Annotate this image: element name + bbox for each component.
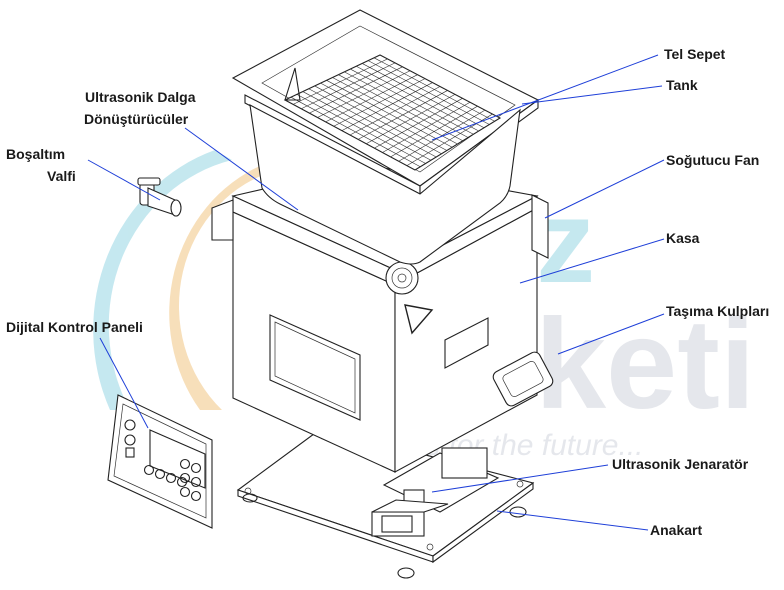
basket-wire [357, 90, 448, 140]
drain-valve [137, 177, 182, 217]
label-bosaltim-1: Boşaltım [6, 146, 65, 162]
basket-wire [374, 98, 463, 149]
label-tank: Tank [666, 77, 698, 93]
labels: Tel Sepet Tank Ultrasonik Dalga Dönüştür… [6, 46, 769, 538]
leader-lines [87, 54, 665, 531]
base-plate [236, 427, 535, 579]
basket-wire [350, 68, 474, 135]
basket-wire [367, 60, 490, 125]
basket-wire [362, 63, 485, 129]
basket-wire [390, 105, 478, 158]
warning-sign [404, 304, 434, 335]
label-tasima-kulplari: Taşıma Kulpları [666, 303, 769, 319]
basket-wire [373, 57, 495, 122]
basket-wire [356, 65, 479, 132]
basket-wire [349, 86, 441, 136]
basket-wire [344, 71, 469, 138]
panel-display [149, 429, 206, 489]
watermark-arc-orange [169, 165, 278, 410]
watermark-arc-cyan [93, 150, 232, 410]
basket-wire [398, 109, 486, 162]
label-ultrasonik-dalga-1: Ultrasonik Dalga [85, 89, 196, 105]
control-panel [107, 394, 213, 529]
label-ultrasonik-jenerator: Ultrasonik Jenaratör [612, 456, 749, 472]
label-bosaltim-2: Valfi [47, 168, 76, 184]
basket-wire [382, 101, 471, 153]
label-sogutucu-fan: Soğutucu Fan [666, 152, 759, 168]
transformer [371, 499, 449, 537]
label-dijital-kontrol-paneli: Dijital Kontrol Paneli [6, 319, 143, 335]
wire-basket [283, 54, 502, 171]
cooling-fan [385, 261, 419, 295]
label-tel-sepet: Tel Sepet [664, 46, 726, 62]
basket-wire [366, 94, 456, 145]
label-anakart: Anakart [650, 522, 702, 538]
basket-wire [338, 74, 463, 142]
label-kasa: Kasa [666, 230, 700, 246]
carry-handle [492, 351, 554, 407]
label-ultrasonik-dalga-2: Dönüştürücüler [84, 111, 189, 127]
